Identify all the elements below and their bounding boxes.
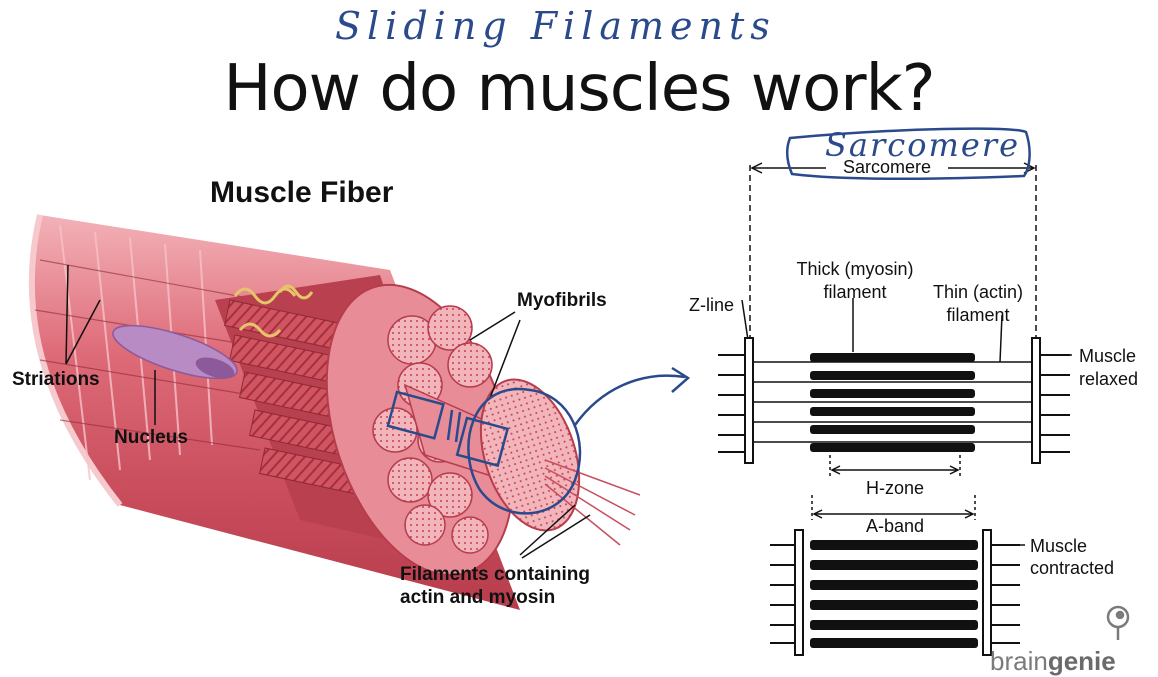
label-relaxed-line2: relaxed — [1079, 368, 1138, 390]
braingenie-logo: braingenie — [990, 646, 1116, 677]
label-thick-line1: Thick (myosin) — [775, 258, 935, 280]
label-z-line: Z-line — [689, 294, 734, 316]
sarcomere-relaxed — [718, 338, 1070, 463]
label-h-zone: H-zone — [850, 477, 940, 499]
sarcomere-contracted — [770, 530, 1020, 655]
label-relaxed-line1: Muscle — [1079, 345, 1136, 367]
label-thin-line1: Thin (actin) — [918, 281, 1038, 303]
label-thin-line2: filament — [918, 304, 1038, 326]
braingenie-logo-icon — [1108, 607, 1128, 640]
label-a-band: A-band — [850, 515, 940, 537]
label-contracted-line2: contracted — [1030, 557, 1114, 579]
label-contracted-line1: Muscle — [1030, 535, 1087, 557]
label-sarcomere: Sarcomere — [826, 156, 948, 178]
label-thick-line2: filament — [775, 281, 935, 303]
